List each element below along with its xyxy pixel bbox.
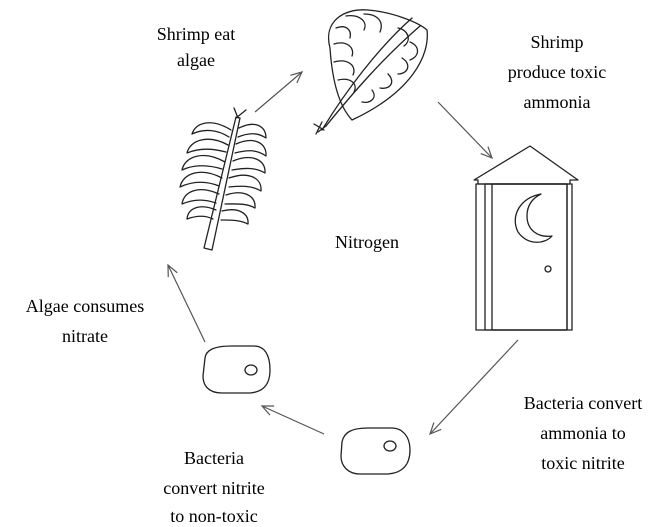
svg-text:convert nitrite: convert nitrite [163, 478, 264, 498]
center-label: Nitrogen [335, 232, 399, 252]
arrow-bacteria-to-bacteria [262, 406, 324, 434]
svg-text:Bacteria convert: Bacteria convert [524, 393, 642, 413]
arrow-shrimp-to-outhouse [438, 102, 492, 158]
arrow-bacteria-to-algae [168, 265, 205, 342]
svg-text:toxic nitrite: toxic nitrite [541, 453, 624, 473]
svg-text:Bacteria: Bacteria [184, 448, 244, 468]
outhouse-icon [474, 146, 578, 330]
bacterium-icon [203, 346, 270, 393]
algae-plant-icon [180, 108, 266, 250]
svg-text:to non-toxic: to non-toxic [170, 506, 258, 526]
label-bacteria-nitrite-to-nontoxic: Bacteria convert nitrite to non-toxic [163, 448, 264, 526]
arrow-outhouse-to-bacteria [430, 340, 518, 434]
label-algae-consumes-nitrate: Algae consumes nitrate [26, 296, 144, 346]
svg-text:ammonia: ammonia [524, 92, 591, 112]
svg-text:ammonia to: ammonia to [540, 423, 625, 443]
svg-text:Shrimp eat: Shrimp eat [157, 24, 236, 44]
svg-text:produce toxic: produce toxic [508, 62, 606, 82]
label-shrimp-produce-ammonia: Shrimp produce toxic ammonia [508, 32, 606, 112]
arrow-algae-to-shrimp [255, 72, 302, 112]
label-shrimp-eat-algae: Shrimp eat algae [157, 24, 236, 70]
svg-text:Shrimp: Shrimp [530, 32, 583, 52]
label-bacteria-ammonia-to-nitrite: Bacteria convert ammonia to toxic nitrit… [524, 393, 642, 473]
svg-text:algae: algae [177, 50, 215, 70]
svg-text:nitrate: nitrate [62, 326, 108, 346]
svg-text:Algae consumes: Algae consumes [26, 296, 144, 316]
bacterium-icon [341, 428, 410, 474]
shrimp-icon [314, 10, 427, 134]
